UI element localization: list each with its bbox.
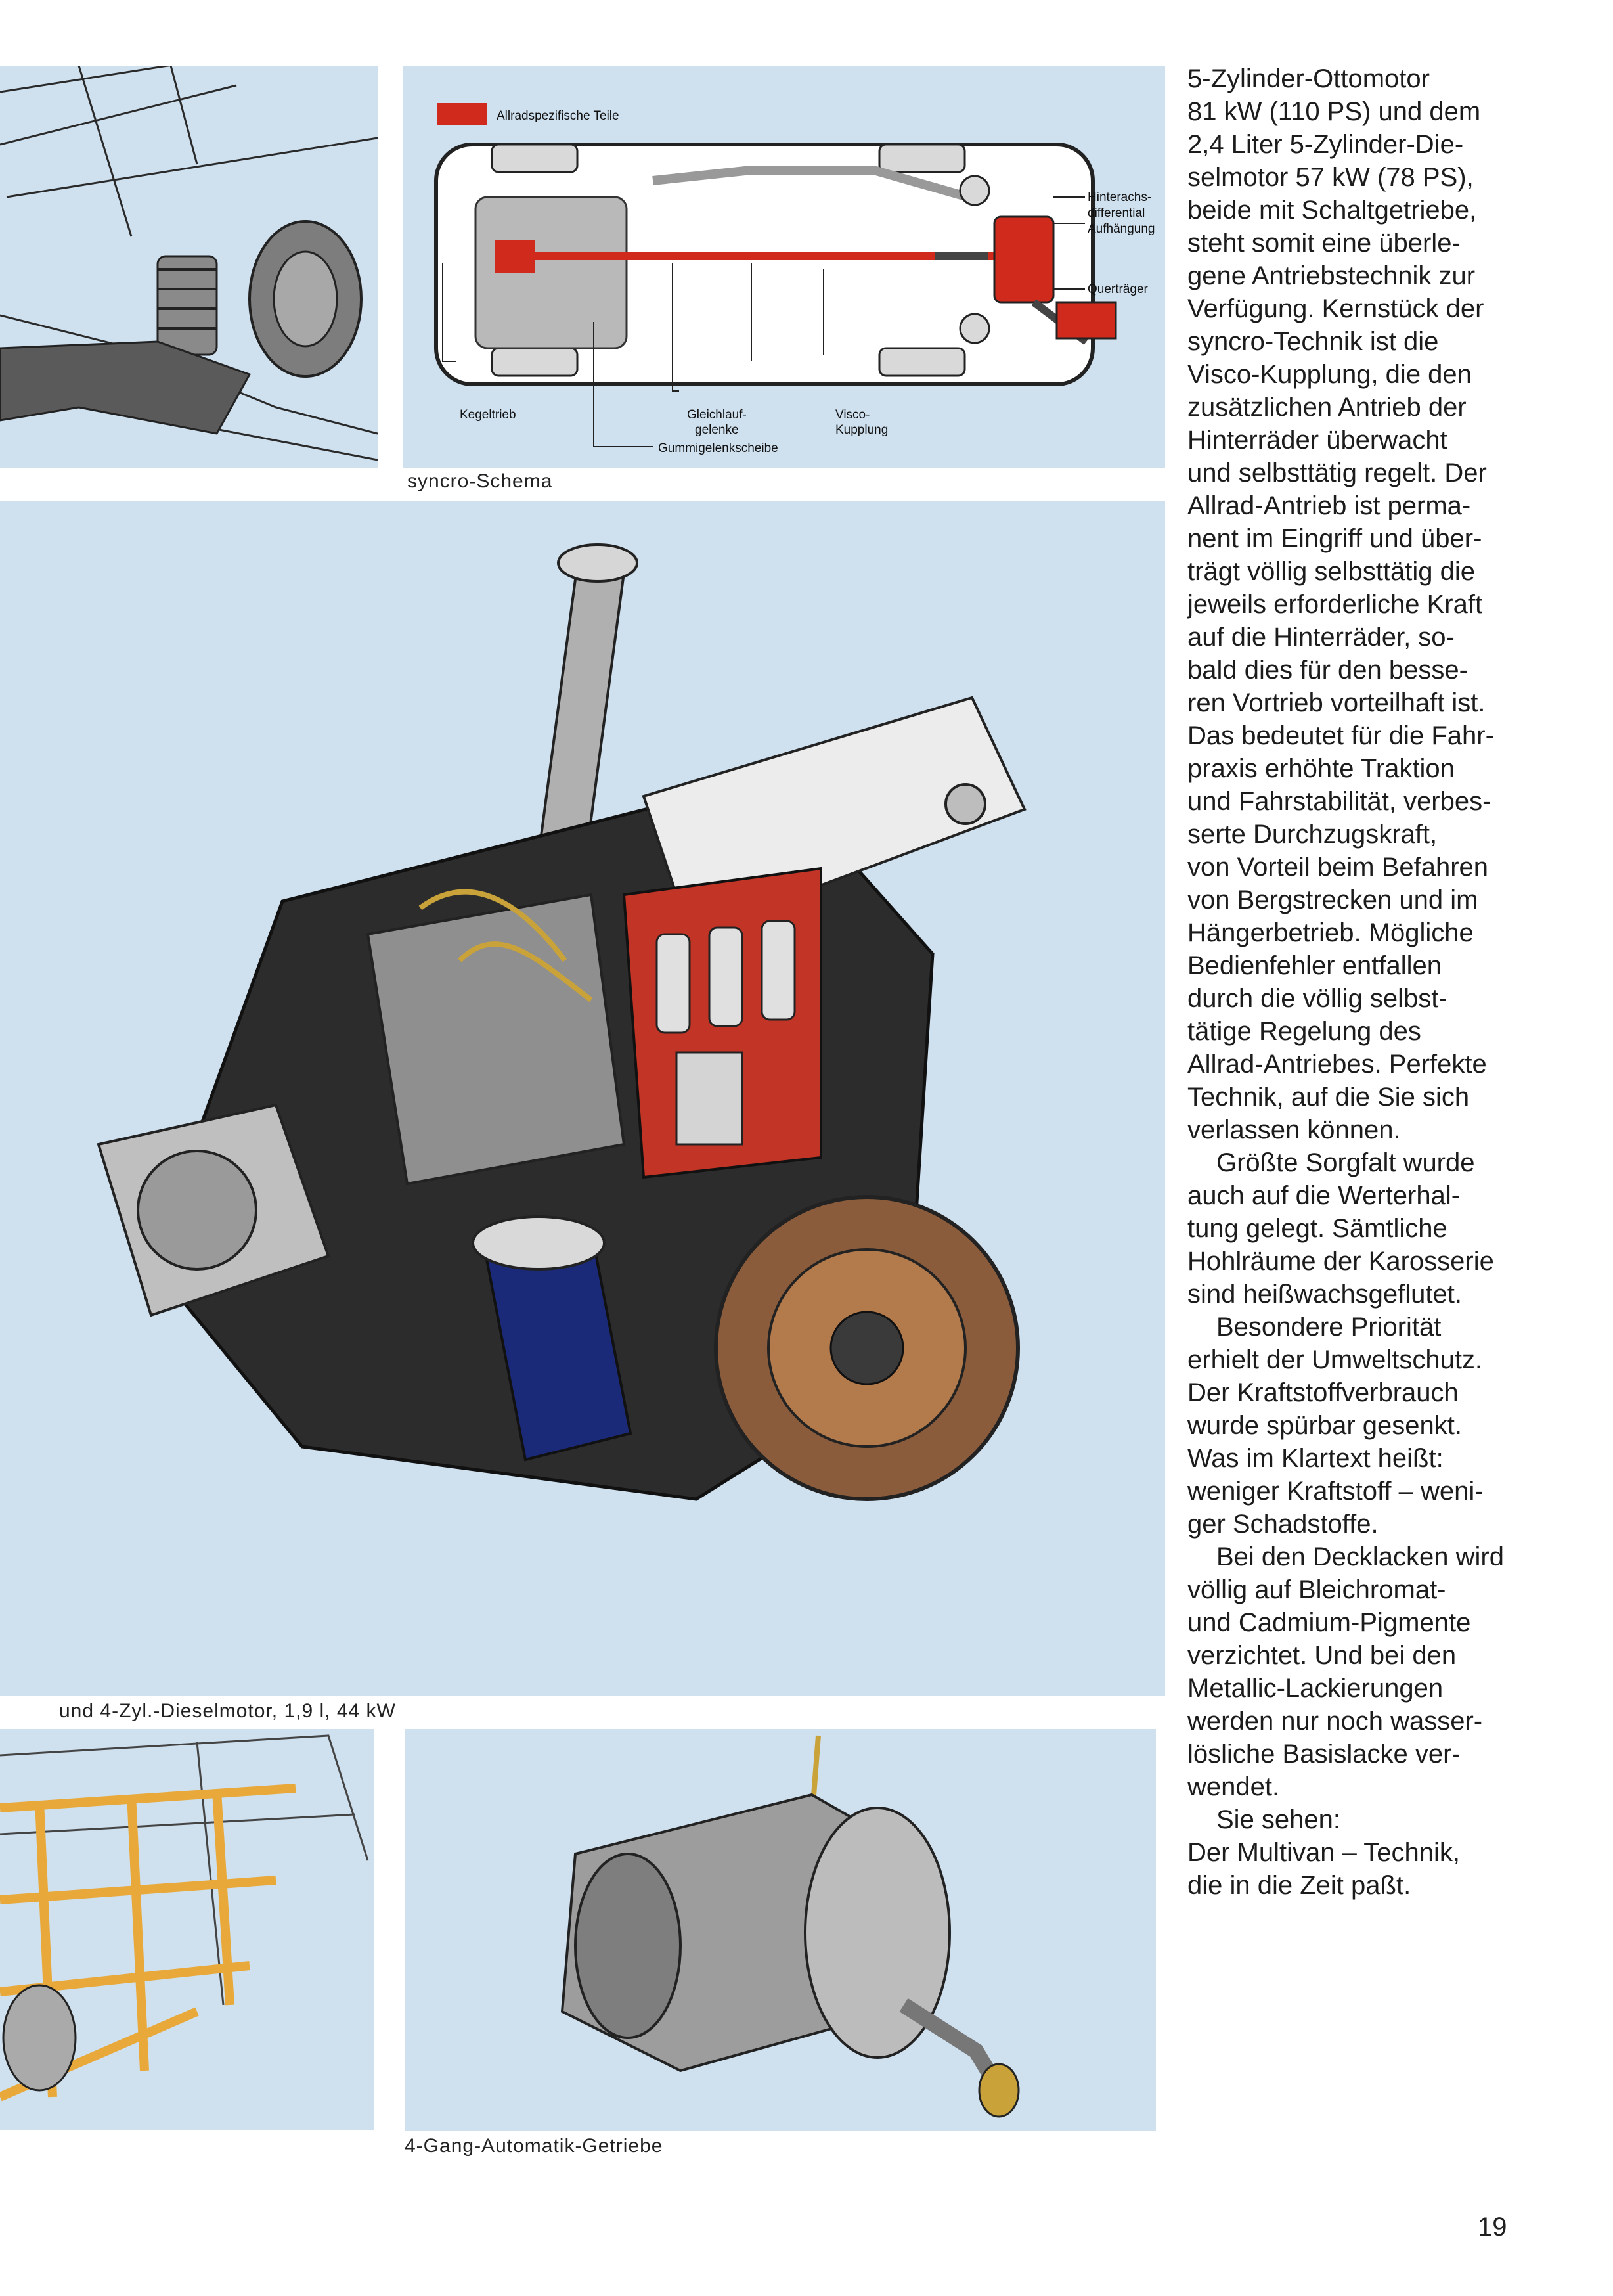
rear-axle-part	[1055, 301, 1117, 340]
label-differential: differential	[1088, 206, 1145, 220]
label-quertraeger: Querträger	[1088, 282, 1149, 296]
article-paragraph-1: 5-Zylinder-Ottomotor 81 kW (110 PS) und …	[1187, 64, 1494, 1144]
exhaust-pipe	[652, 166, 969, 202]
article-paragraph-2: Größte Sorgfalt wurde auch auf die Werte…	[1187, 1148, 1494, 1309]
article-paragraph-4: Bei den Decklacken wird völlig auf Bleic…	[1187, 1542, 1504, 1801]
label-gleichlauf-2: gelenke	[695, 423, 739, 437]
label-aufhaengung: Aufhängung	[1088, 222, 1155, 236]
automatic-gearbox-illustration	[560, 1735, 1020, 2118]
article-paragraph-5: Sie sehen:	[1216, 1805, 1341, 1834]
label-kegeltrieb: Kegeltrieb	[460, 408, 516, 422]
rear-differential	[993, 215, 1055, 304]
chassis-frame-illustration	[0, 1734, 369, 2102]
syncro-schema-caption: syncro-Schema	[407, 470, 553, 492]
diesel-engine-cutaway	[97, 543, 1027, 1501]
article-paragraph-6: Der Multivan – Technik, die in die Zeit …	[1187, 1838, 1460, 1900]
chassis-illustration-panel	[0, 1729, 374, 2130]
engine-caption: und 4-Zyl.-Dieselmotor, 1,9 l, 44 kW	[59, 1700, 396, 1722]
gearbox-caption: 4-Gang-Automatik-Getriebe	[405, 2135, 663, 2157]
output-shaft	[899, 1998, 1003, 2088]
label-visco-2: Kupplung	[835, 423, 888, 437]
page-number: 19	[1478, 2213, 1507, 2241]
label-gummigelenkscheibe: Gummigelenkscheibe	[658, 441, 778, 455]
suspension-illustration-panel	[0, 66, 378, 468]
syncro-schema-panel: Allradspezifische Teile Hinterachs- diff…	[403, 66, 1165, 468]
injection-pump	[366, 893, 626, 1186]
kegeltrieb-part	[495, 240, 535, 273]
article-paragraph-3: Besondere Priorität erhielt der Umweltsc…	[1187, 1313, 1484, 1539]
syncro-schema-diagram: Allradspezifische Teile Hinterachs- diff…	[434, 103, 1155, 455]
legend-label: Allradspezifische Teile	[497, 109, 619, 123]
engine-illustration-panel	[0, 501, 1165, 1696]
engine-block	[474, 196, 628, 349]
piston	[675, 1051, 743, 1146]
label-visco-1: Visco-	[835, 408, 870, 422]
label-gleichlauf-1: Gleichlauf-	[687, 408, 747, 422]
article-body: 5-Zylinder-Ottomotor 81 kW (110 PS) und …	[1187, 62, 1581, 1902]
gearbox-illustration-panel	[405, 1729, 1156, 2131]
torque-converter-bell	[804, 1807, 951, 2059]
label-hinterachs: Hinterachs-	[1088, 191, 1151, 204]
legend-swatch	[437, 103, 487, 125]
suspension-illustration	[0, 66, 378, 461]
